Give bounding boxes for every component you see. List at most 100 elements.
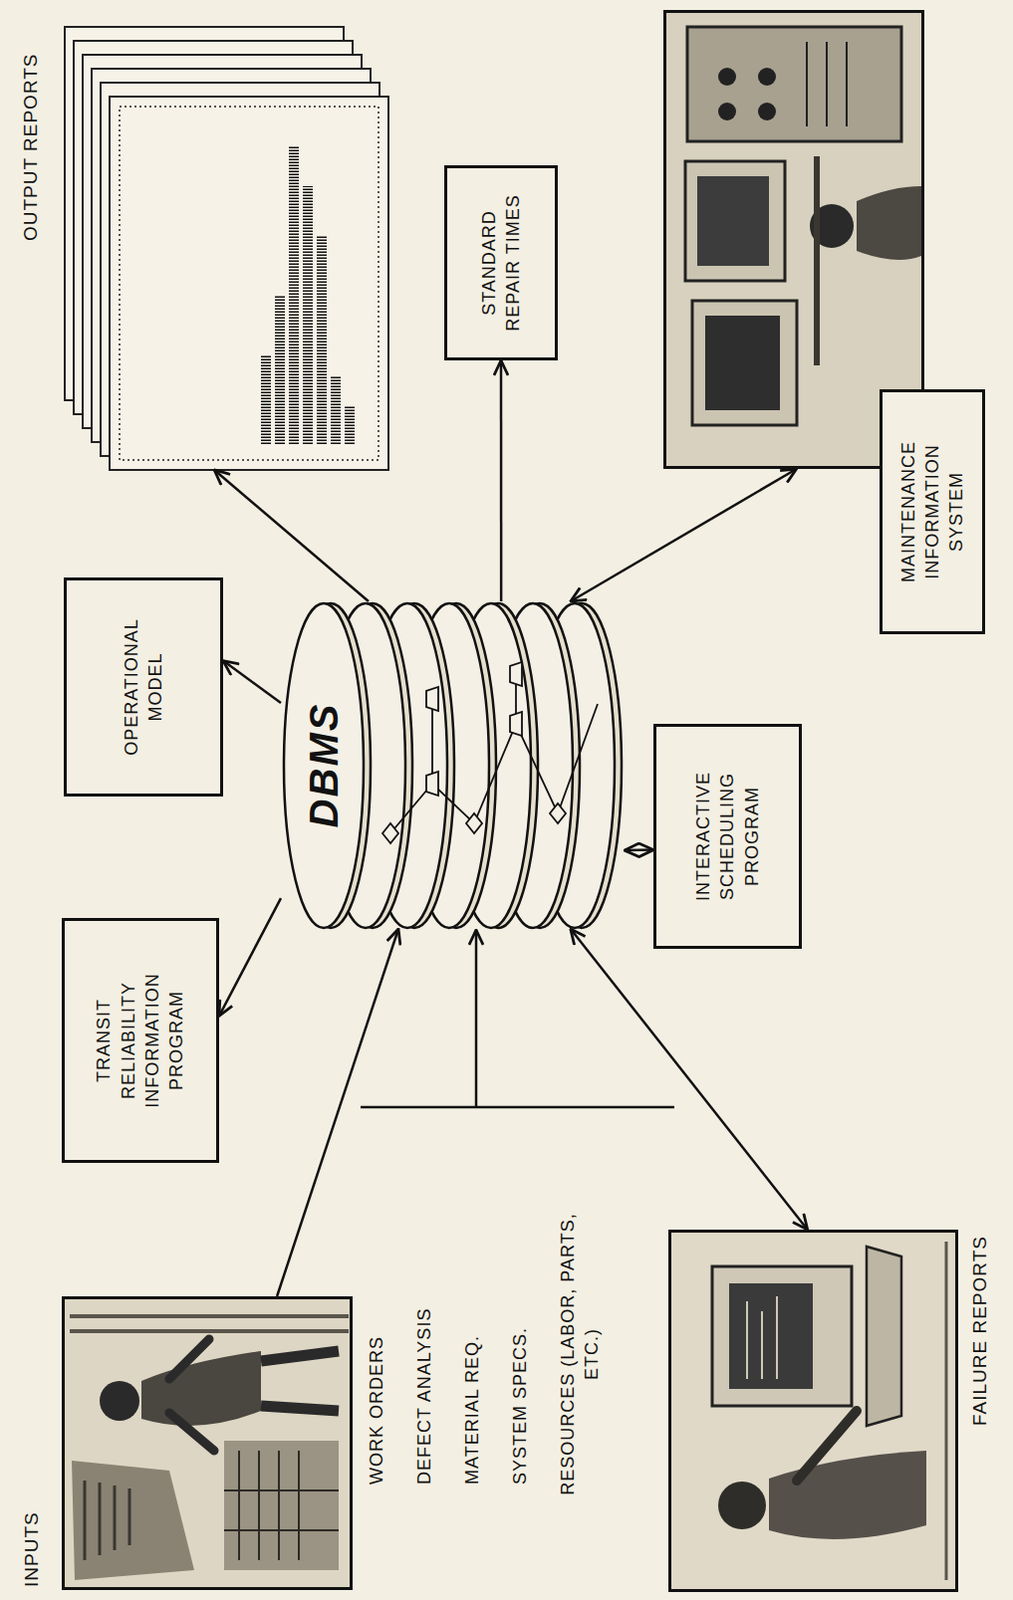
- maintenance-photo-part: [813, 156, 820, 366]
- maintenance-photo-part: [685, 161, 785, 281]
- maintenance-photo-part: [697, 176, 769, 266]
- inputs-photo-box: INPUTS: [61, 1296, 353, 1591]
- maintenance-photo-part: [718, 67, 737, 86]
- inputs-bracket: [360, 930, 675, 1108]
- output-report-pages-part: [109, 96, 389, 471]
- report-bars-part: [330, 375, 341, 446]
- failure-photo-part: [747, 1296, 777, 1380]
- label-holder: FAILURE REPORTS: [967, 1236, 994, 1427]
- inputs-photo-part: [224, 1451, 339, 1561]
- disk-network-part: [426, 771, 439, 796]
- output-report-pages: [64, 26, 389, 471]
- failure-photo-part: [768, 1451, 927, 1540]
- box-label: TRANSIT RELIABILITY INFORMATION PROGRAM: [91, 956, 189, 1126]
- disk-network-part: [509, 662, 522, 687]
- failure-photo-part: [945, 1242, 949, 1581]
- report-bars-part: [260, 355, 271, 446]
- disk-network-part: [549, 803, 566, 824]
- maintenance-photo-part: [692, 300, 797, 426]
- disk-network-part: [466, 813, 483, 834]
- failure-photo-part: [729, 1283, 813, 1390]
- flow-arrow: [223, 661, 281, 704]
- label-holder: RESOURCES (LABOR, PARTS, ETC.): [555, 1210, 605, 1500]
- input-item: WORK ORDERS: [364, 1336, 389, 1486]
- flow-arrow: [570, 469, 797, 602]
- disk-network-part: [426, 687, 439, 712]
- disk-network-part: [390, 704, 598, 834]
- maintenance-photo-part: [758, 102, 776, 121]
- label-holder: OUTPUT REPORTS: [17, 52, 44, 242]
- disk-pack-part: [283, 603, 364, 929]
- output-box: STANDARD REPAIR TIMES: [444, 165, 558, 361]
- flow-arrow: [500, 360, 504, 602]
- input-item: SYSTEM SPECS.: [507, 1327, 532, 1486]
- maintenance-photo-part: [687, 26, 902, 142]
- label-holder: MATERIAL REQ.: [460, 1335, 485, 1486]
- flow-arrow: [276, 929, 399, 1297]
- maintenance-photo-box: MAINTENANCE INFORMATION SYSTEM: [663, 9, 925, 470]
- inputs-photo: [61, 1296, 353, 1591]
- group-heading: INPUTS: [18, 1512, 45, 1588]
- inputs-photo-part: [260, 1351, 339, 1412]
- box-label: OPERATIONAL MODEL: [119, 600, 169, 775]
- label-holder: WORK ORDERS: [364, 1336, 389, 1486]
- maintenance-photo-part: [718, 102, 737, 121]
- input-item: MATERIAL REQ.: [460, 1335, 485, 1486]
- inputs-photo-part: [84, 1481, 130, 1561]
- maintenance-photo-part: [758, 67, 776, 86]
- photo-caption: FAILURE REPORTS: [967, 1236, 994, 1427]
- report-bars-part: [344, 405, 355, 446]
- label-holder: SYSTEM SPECS.: [507, 1327, 532, 1486]
- report-bars: [260, 146, 355, 446]
- report-stack: OUTPUT REPORTS: [13, 9, 389, 471]
- report-bars-part: [302, 186, 313, 446]
- disk-network-part: [432, 674, 516, 784]
- disk-network: [382, 662, 598, 844]
- inputs-photo-part: [224, 1441, 339, 1571]
- flow-arrow: [219, 898, 281, 1016]
- inputs-photo-part: [69, 1316, 349, 1332]
- box-label: MAINTENANCE INFORMATION SYSTEM: [896, 427, 970, 597]
- failure-photo-part: [796, 1411, 857, 1482]
- maintenance-photo-part: [806, 41, 847, 127]
- disk-network-part: [382, 823, 399, 844]
- report-bars-part: [288, 146, 299, 446]
- failure-photo: [668, 1230, 959, 1593]
- input-item: RESOURCES (LABOR, PARTS, ETC.): [555, 1210, 605, 1500]
- model-box: OPERATIONAL MODEL: [63, 577, 224, 797]
- inputs-photo-part: [61, 1296, 353, 1591]
- box-label: INTERACTIVE SCHEDULING PROGRAM: [691, 752, 764, 922]
- flow-arrow: [214, 470, 369, 602]
- maintenance-photo-part: [705, 315, 780, 411]
- output-report-pages-part: [119, 106, 379, 461]
- label-holder: INPUTS: [18, 1512, 45, 1588]
- box-label: STANDARD REPAIR TIMES: [477, 178, 526, 348]
- flow-arrow: [570, 929, 808, 1231]
- group-heading: OUTPUT REPORTS: [17, 52, 44, 242]
- input-item: DEFECT ANALYSIS: [412, 1308, 437, 1486]
- inputs-photo-part: [169, 1339, 215, 1452]
- failure-photo-part: [668, 1230, 959, 1593]
- failure-photo-part: [712, 1266, 852, 1407]
- report-bars-part: [274, 295, 285, 446]
- failure-photo-part: [718, 1482, 766, 1530]
- failure-photo-box: FAILURE REPORTS: [668, 1230, 959, 1593]
- inputs-bracket-part: [475, 930, 479, 1108]
- inputs-bracket-part: [360, 1106, 675, 1110]
- database-label: DBMS: [299, 703, 348, 829]
- report-bars-part: [316, 236, 327, 446]
- program-box: TRANSIT RELIABILITY INFORMATION PROGRAM: [61, 918, 220, 1164]
- disk-pack: [283, 603, 622, 929]
- database-disk-pack: DBMS: [280, 601, 625, 930]
- program-box: INTERACTIVE SCHEDULING PROGRAM: [653, 724, 802, 950]
- flow-arrow: [624, 848, 654, 852]
- disk-network-part: [509, 712, 522, 737]
- failure-photo-part: [866, 1247, 902, 1427]
- maintenance-photo-part: [856, 186, 922, 260]
- label-box: MAINTENANCE INFORMATION SYSTEM: [879, 389, 986, 635]
- inputs-photo-part: [141, 1351, 261, 1427]
- inputs-photo-part: [71, 1461, 195, 1581]
